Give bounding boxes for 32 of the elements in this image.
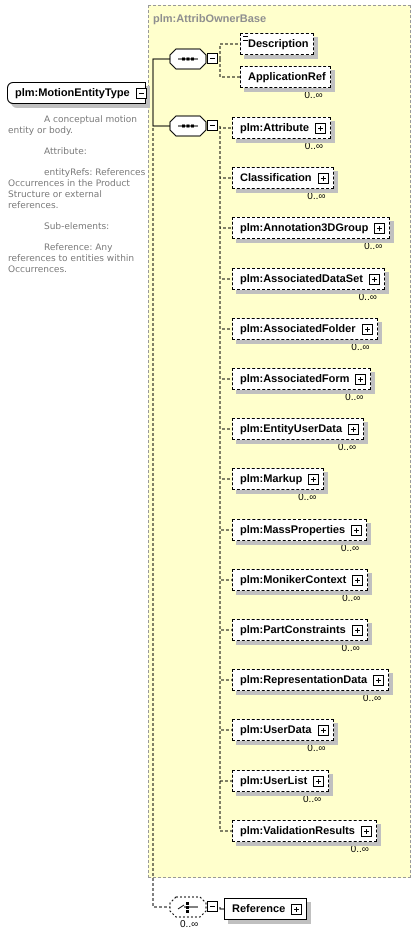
element-name: plm:ValidationResults	[240, 825, 355, 837]
element-name: plm:AssociatedFolder	[240, 323, 356, 335]
connector-line	[220, 906, 224, 910]
element-name: plm:UserData	[240, 724, 312, 736]
connector-line	[220, 58, 240, 78]
element-name: plm:MotionEntityType	[15, 87, 130, 99]
description-text: Reference: Any references to entities within Occurrences.	[8, 243, 136, 276]
element-name: plm:MonikerContext	[240, 574, 346, 586]
connector-line	[220, 44, 240, 60]
element-name: Reference	[232, 903, 286, 915]
element-name: Description	[248, 38, 309, 50]
element-name: Classification	[240, 172, 312, 184]
cardinality-label: 0..∞	[180, 920, 198, 930]
group-band	[148, 5, 411, 878]
description-text: Sub-elements:	[43, 222, 110, 233]
element-name: plm:RepresentationData	[240, 674, 368, 686]
connector-line	[152, 58, 170, 94]
description-text: entityRefs: References Occurrences in the Product Structure or external references.	[8, 168, 146, 212]
element-name: ApplicationRef	[248, 71, 326, 83]
element-name: plm:AssociatedForm	[240, 373, 350, 385]
element-name: plm:Attribute	[240, 122, 310, 134]
element-name: plm:Markup	[240, 473, 302, 485]
description-text: Attribute:	[43, 147, 88, 158]
element-name: plm:MassProperties	[240, 524, 346, 536]
element-name: plm:PartConstraints	[240, 624, 346, 636]
element-name: plm:AssociatedDataSet	[240, 273, 363, 285]
element-name: plm:EntityUserData	[240, 423, 342, 435]
element-name: plm:Annotation3DGroup	[240, 222, 368, 234]
group-title: plm:AttribOwnerBase	[153, 13, 266, 25]
description-text: A conceptual motion entity or body.	[8, 115, 138, 137]
connector-line	[220, 126, 232, 128]
element-name: plm:UserList	[240, 775, 308, 787]
